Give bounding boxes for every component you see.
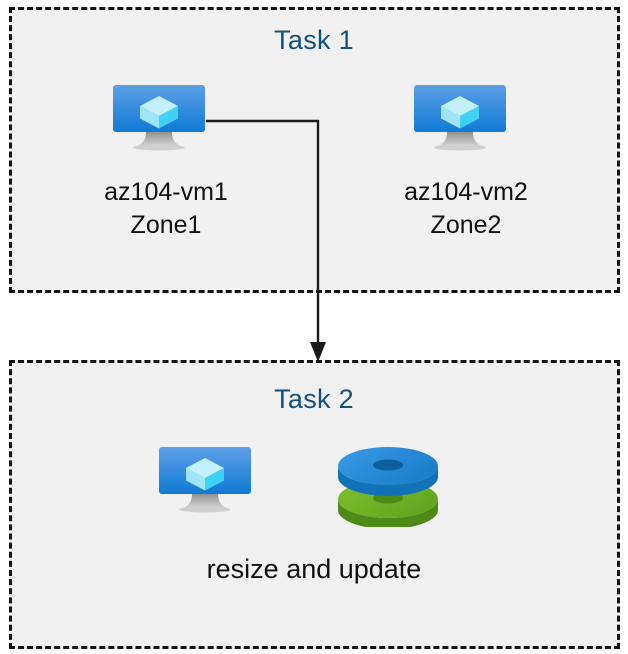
down-arrow-icon xyxy=(310,342,326,362)
task-2-caption: resize and update xyxy=(206,554,422,584)
task-2-container xyxy=(9,360,620,649)
vm2-label: az104-vm2 Zone2 xyxy=(404,178,528,239)
task2-azure-virtual-machine-icon xyxy=(157,445,262,525)
task-2-title: Task 2 xyxy=(274,384,354,414)
vm1-azure-virtual-machine-icon xyxy=(111,83,216,163)
azure-managed-disks-icon xyxy=(334,443,442,527)
vm2-azure-virtual-machine-icon xyxy=(412,83,517,163)
vm1-label: az104-vm1 Zone1 xyxy=(104,178,228,239)
blue-disk xyxy=(338,447,438,496)
task-1-title: Task 1 xyxy=(274,25,354,55)
